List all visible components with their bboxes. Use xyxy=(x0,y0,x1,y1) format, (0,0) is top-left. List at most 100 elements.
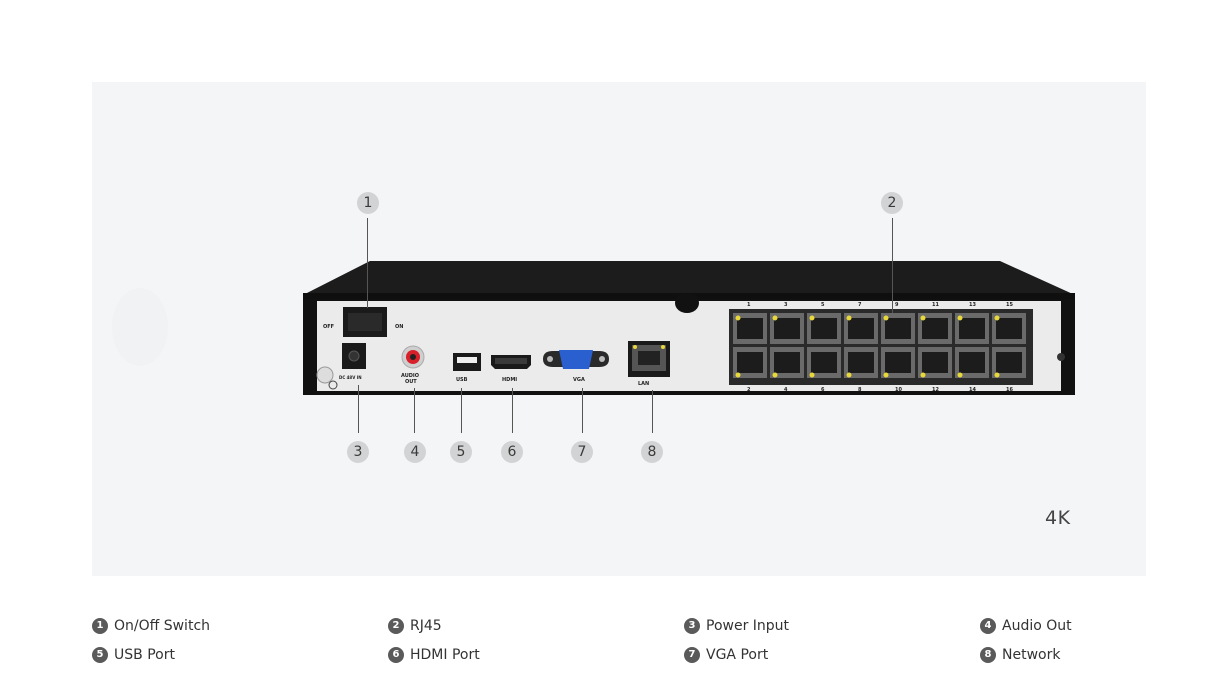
port-number-label: 2 xyxy=(747,387,751,393)
legend-label: HDMI Port xyxy=(410,647,480,663)
chassis-top xyxy=(303,261,1075,295)
leader-line-3 xyxy=(358,385,359,433)
legend-label: Power Input xyxy=(706,618,790,634)
port-led-icon xyxy=(772,315,778,321)
vga-label: VGA xyxy=(573,377,585,383)
legend-label: On/Off Switch xyxy=(114,618,211,634)
callout-5: 5 xyxy=(450,441,472,463)
port-led-icon xyxy=(735,315,741,321)
legend-item-vga-port: 7 VGA Port xyxy=(684,647,768,663)
background-blob xyxy=(112,288,168,366)
rj45-socket xyxy=(885,352,911,373)
legend-number-badge: 2 xyxy=(388,618,404,634)
port-led-icon xyxy=(772,372,778,378)
port-number-label: 14 xyxy=(969,387,976,393)
port-number-label: 11 xyxy=(932,302,939,308)
rj45-socket xyxy=(922,318,948,339)
resolution-badge: 4K xyxy=(1045,507,1071,529)
legend-item-on-off-switch: 1 On/Off Switch xyxy=(92,618,210,634)
port-led-icon xyxy=(994,372,1000,378)
legend-item-usb-port: 5 USB Port xyxy=(92,647,175,663)
rj45-socket xyxy=(848,318,874,339)
leader-line-7 xyxy=(582,388,583,433)
lan-label: LAN xyxy=(638,381,649,387)
port-led-icon xyxy=(994,315,1000,321)
rj45-socket xyxy=(848,352,874,373)
legend-item-power-input: 3 Power Input xyxy=(684,618,789,634)
rj45-socket xyxy=(996,352,1022,373)
callout-4: 4 xyxy=(404,441,426,463)
rj45-socket xyxy=(885,318,911,339)
legend-number-badge: 4 xyxy=(980,618,996,634)
rj45-socket xyxy=(996,318,1022,339)
chassis-notch xyxy=(675,293,699,313)
callout-3: 3 xyxy=(347,441,369,463)
rj45-socket xyxy=(774,352,800,373)
leader-line-5 xyxy=(461,388,462,433)
port-number-label: 10 xyxy=(895,387,902,393)
port-number-label: 6 xyxy=(821,387,825,393)
port-led-icon xyxy=(883,372,889,378)
nvr-device-rear-view: OFF ON DC 48V IN AUDIO OUT USB HDMI VGA … xyxy=(303,261,1075,395)
callout-8: 8 xyxy=(641,441,663,463)
callout-2: 2 xyxy=(881,192,903,214)
legend-label: Network xyxy=(1002,647,1061,663)
callout-1: 1 xyxy=(357,192,379,214)
legend-number-badge: 5 xyxy=(92,647,108,663)
hdmi-label: HDMI xyxy=(502,377,517,383)
ground-screw-icon xyxy=(316,366,334,384)
port-led-icon xyxy=(883,315,889,321)
legend-number-badge: 6 xyxy=(388,647,404,663)
port-led-icon xyxy=(957,315,963,321)
legend-number-badge: 8 xyxy=(980,647,996,663)
audio-out-label-1: AUDIO xyxy=(401,373,419,379)
port-led-icon xyxy=(809,315,815,321)
port-number-label: 15 xyxy=(1006,302,1013,308)
legend-label: USB Port xyxy=(114,647,175,663)
port-number-label: 12 xyxy=(932,387,939,393)
off-label: OFF xyxy=(323,324,334,330)
ground-symbol-icon xyxy=(328,380,338,390)
legend-item-rj45: 2 RJ45 xyxy=(388,618,442,634)
power-switch-rocker xyxy=(348,313,382,331)
legend-number-badge: 1 xyxy=(92,618,108,634)
side-screw-icon xyxy=(1057,353,1065,361)
rj45-socket xyxy=(737,352,763,373)
leader-line-1 xyxy=(367,218,368,308)
leader-line-8 xyxy=(652,390,653,433)
rj45-socket xyxy=(774,318,800,339)
legend: 1 On/Off Switch 2 RJ45 3 Power Input 4 A… xyxy=(0,612,1214,672)
legend-number-badge: 7 xyxy=(684,647,700,663)
audio-out-label-2: OUT xyxy=(405,379,417,385)
port-number-label: 3 xyxy=(784,302,788,308)
legend-item-audio-out: 4 Audio Out xyxy=(980,618,1072,634)
rj45-socket xyxy=(922,352,948,373)
usb-label: USB xyxy=(456,377,468,383)
port-led-icon xyxy=(735,372,741,378)
port-number-label: 8 xyxy=(858,387,862,393)
rj45-socket xyxy=(737,318,763,339)
leader-line-2 xyxy=(892,218,893,313)
legend-item-network: 8 Network xyxy=(980,647,1060,663)
rj45-port-block xyxy=(729,309,1033,385)
port-led-icon xyxy=(920,315,926,321)
port-led-icon xyxy=(846,372,852,378)
port-led-icon xyxy=(957,372,963,378)
legend-number-badge: 3 xyxy=(684,618,700,634)
port-number-label: 7 xyxy=(858,302,862,308)
on-label: ON xyxy=(395,324,403,330)
rj45-socket xyxy=(959,318,985,339)
legend-label: Audio Out xyxy=(1002,618,1072,634)
port-number-label: 16 xyxy=(1006,387,1013,393)
legend-item-hdmi-port: 6 HDMI Port xyxy=(388,647,480,663)
port-led-icon xyxy=(846,315,852,321)
legend-label: VGA Port xyxy=(706,647,769,663)
port-number-label: 9 xyxy=(895,302,899,308)
port-number-label: 13 xyxy=(969,302,976,308)
legend-label: RJ45 xyxy=(410,618,442,634)
port-number-label: 5 xyxy=(821,302,825,308)
rj45-socket xyxy=(811,318,837,339)
port-led-icon xyxy=(920,372,926,378)
port-led-icon xyxy=(809,372,815,378)
port-number-label: 1 xyxy=(747,302,751,308)
